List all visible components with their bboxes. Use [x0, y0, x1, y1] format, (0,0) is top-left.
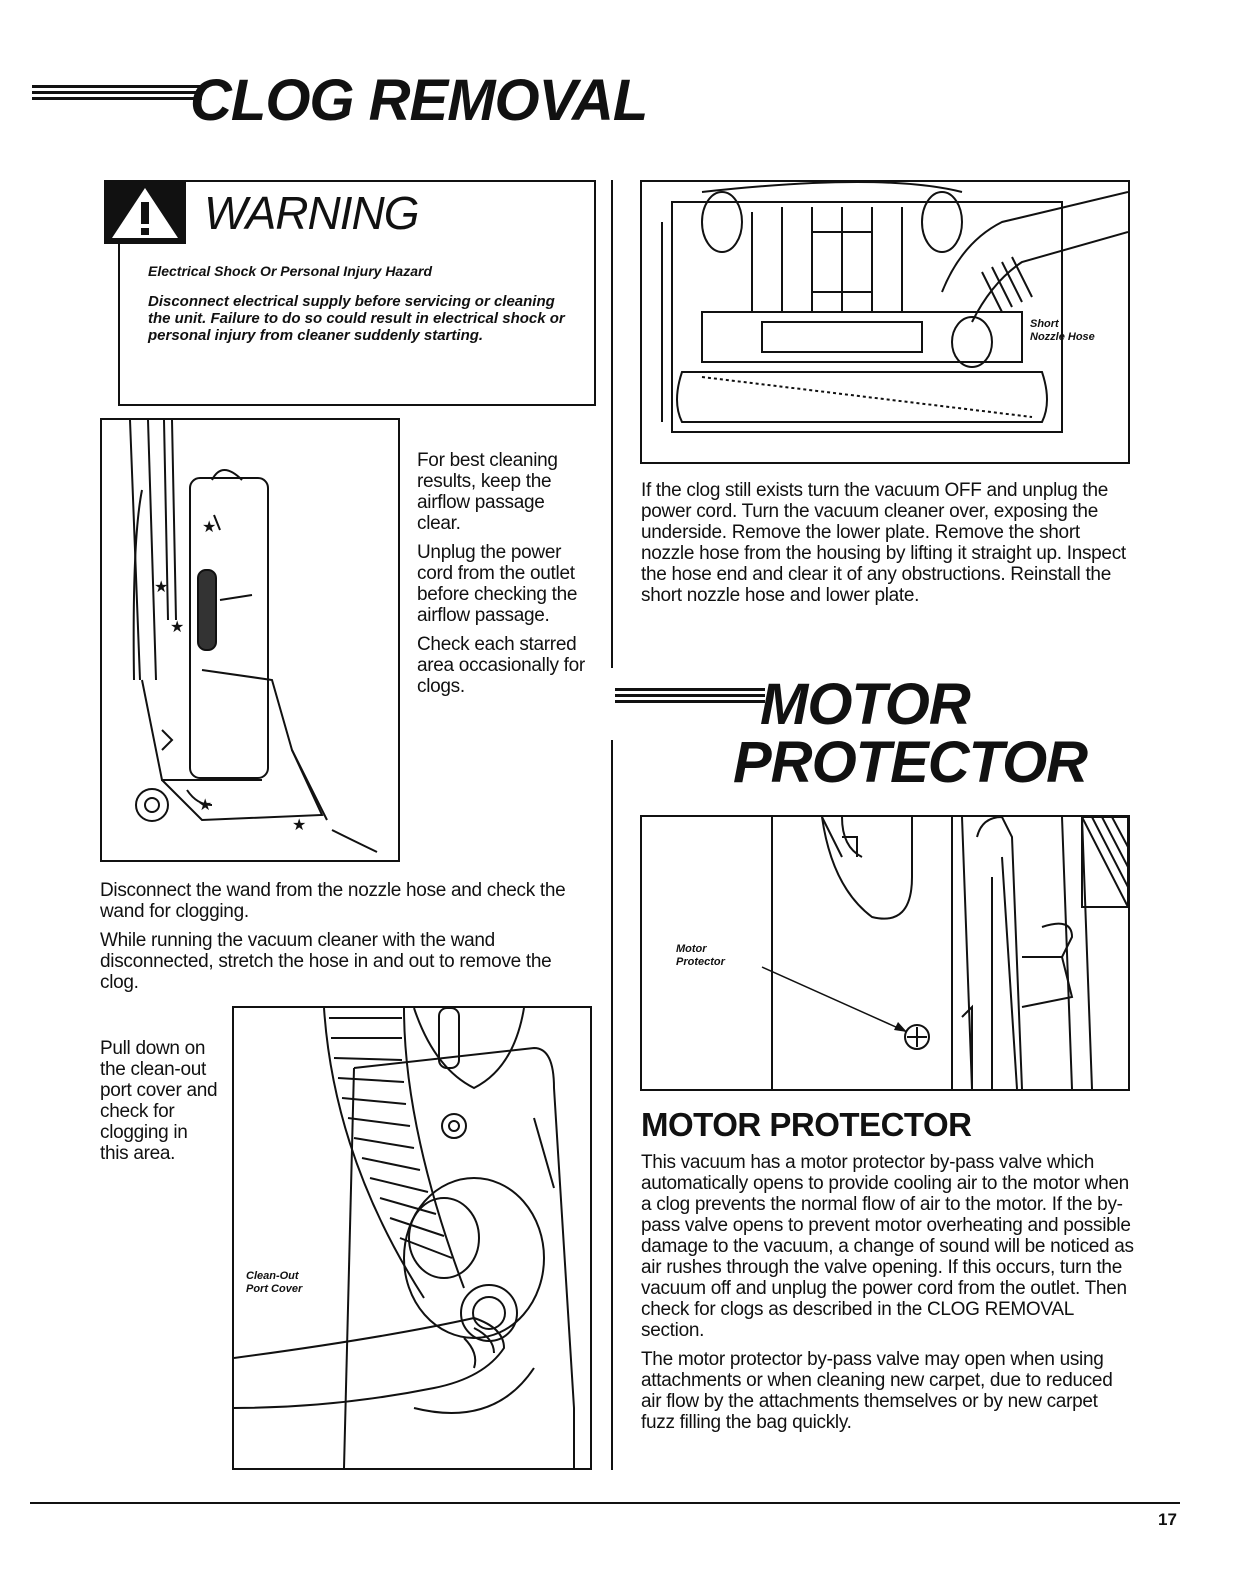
- upright-vacuum-illustration: ★ ★ ★ ★ ★: [100, 418, 400, 862]
- motor-title-line1: MOTOR: [760, 672, 971, 737]
- warning-box: [118, 180, 596, 406]
- footer-rule: [30, 1502, 1180, 1504]
- svg-text:★: ★: [154, 577, 168, 596]
- svg-text:★: ★: [202, 517, 216, 536]
- page-number: 17: [1158, 1510, 1177, 1529]
- column-divider-top: [611, 180, 613, 668]
- warning-triangle-icon: [104, 180, 186, 244]
- vacuum-underside-illustration: [640, 180, 1130, 464]
- motor-protector-text: This vacuum has a motor protector by-pas…: [641, 1152, 1136, 1441]
- warning-subheading: Electrical Shock Or Personal Injury Haza…: [148, 263, 432, 279]
- svg-text:★: ★: [198, 795, 212, 814]
- short-nozzle-label-line2: Nozzle Hose: [1030, 331, 1095, 343]
- airflow-p1: For best cleaning results, keep the airf…: [417, 450, 558, 534]
- wand-instructions: Disconnect the wand from the nozzle hose…: [100, 880, 590, 1001]
- airflow-p3: Check each starred area occasionally for…: [417, 634, 585, 697]
- cleanout-callout-label: Clean-Out Port Cover: [246, 1270, 302, 1296]
- underside-instructions: If the clog still exists turn the vacuum…: [641, 480, 1126, 606]
- motor-protector-callout-label: Motor Protector: [676, 943, 725, 969]
- airflow-p2: Unplug the power cord from the outlet be…: [417, 542, 578, 626]
- motor-protector-heading: MOTOR PROTECTOR: [641, 1106, 972, 1143]
- cleanout-port-illustration: [232, 1006, 592, 1470]
- svg-text:★: ★: [170, 617, 184, 636]
- wand-p1: Disconnect the wand from the nozzle hose…: [100, 880, 566, 922]
- motor-protector-p2: The motor protector by-pass valve may op…: [641, 1349, 1113, 1433]
- page-title: CLOG REMOVAL: [190, 68, 648, 133]
- motor-protector-label-line1: Motor: [676, 943, 707, 955]
- warning-heading: WARNING: [204, 187, 419, 239]
- cleanout-label-line2: Port Cover: [246, 1283, 303, 1295]
- cleanout-label-line1: Clean-Out: [246, 1270, 299, 1282]
- warning-text: Disconnect electrical supply before serv…: [148, 293, 565, 344]
- airflow-instructions: For best cleaning results, keep the airf…: [417, 450, 587, 705]
- motor-protector-illustration: [640, 815, 1130, 1091]
- short-nozzle-label-line1: Short: [1030, 318, 1059, 330]
- cleanout-instructions: Pull down on the clean-out port cover an…: [100, 1038, 218, 1164]
- svg-text:★: ★: [292, 815, 306, 834]
- wand-p2: While running the vacuum cleaner with th…: [100, 930, 552, 993]
- motor-protector-p1: This vacuum has a motor protector by-pas…: [641, 1152, 1134, 1341]
- column-divider-bottom: [611, 740, 613, 1470]
- motor-title-line2: PROTECTOR: [733, 730, 1088, 795]
- title-rule-decoration: [32, 85, 202, 103]
- motor-protector-label-line2: Protector: [676, 956, 725, 968]
- motor-title-rule-decoration: [615, 688, 765, 706]
- short-nozzle-hose-label: Short Nozzle Hose: [1030, 318, 1095, 344]
